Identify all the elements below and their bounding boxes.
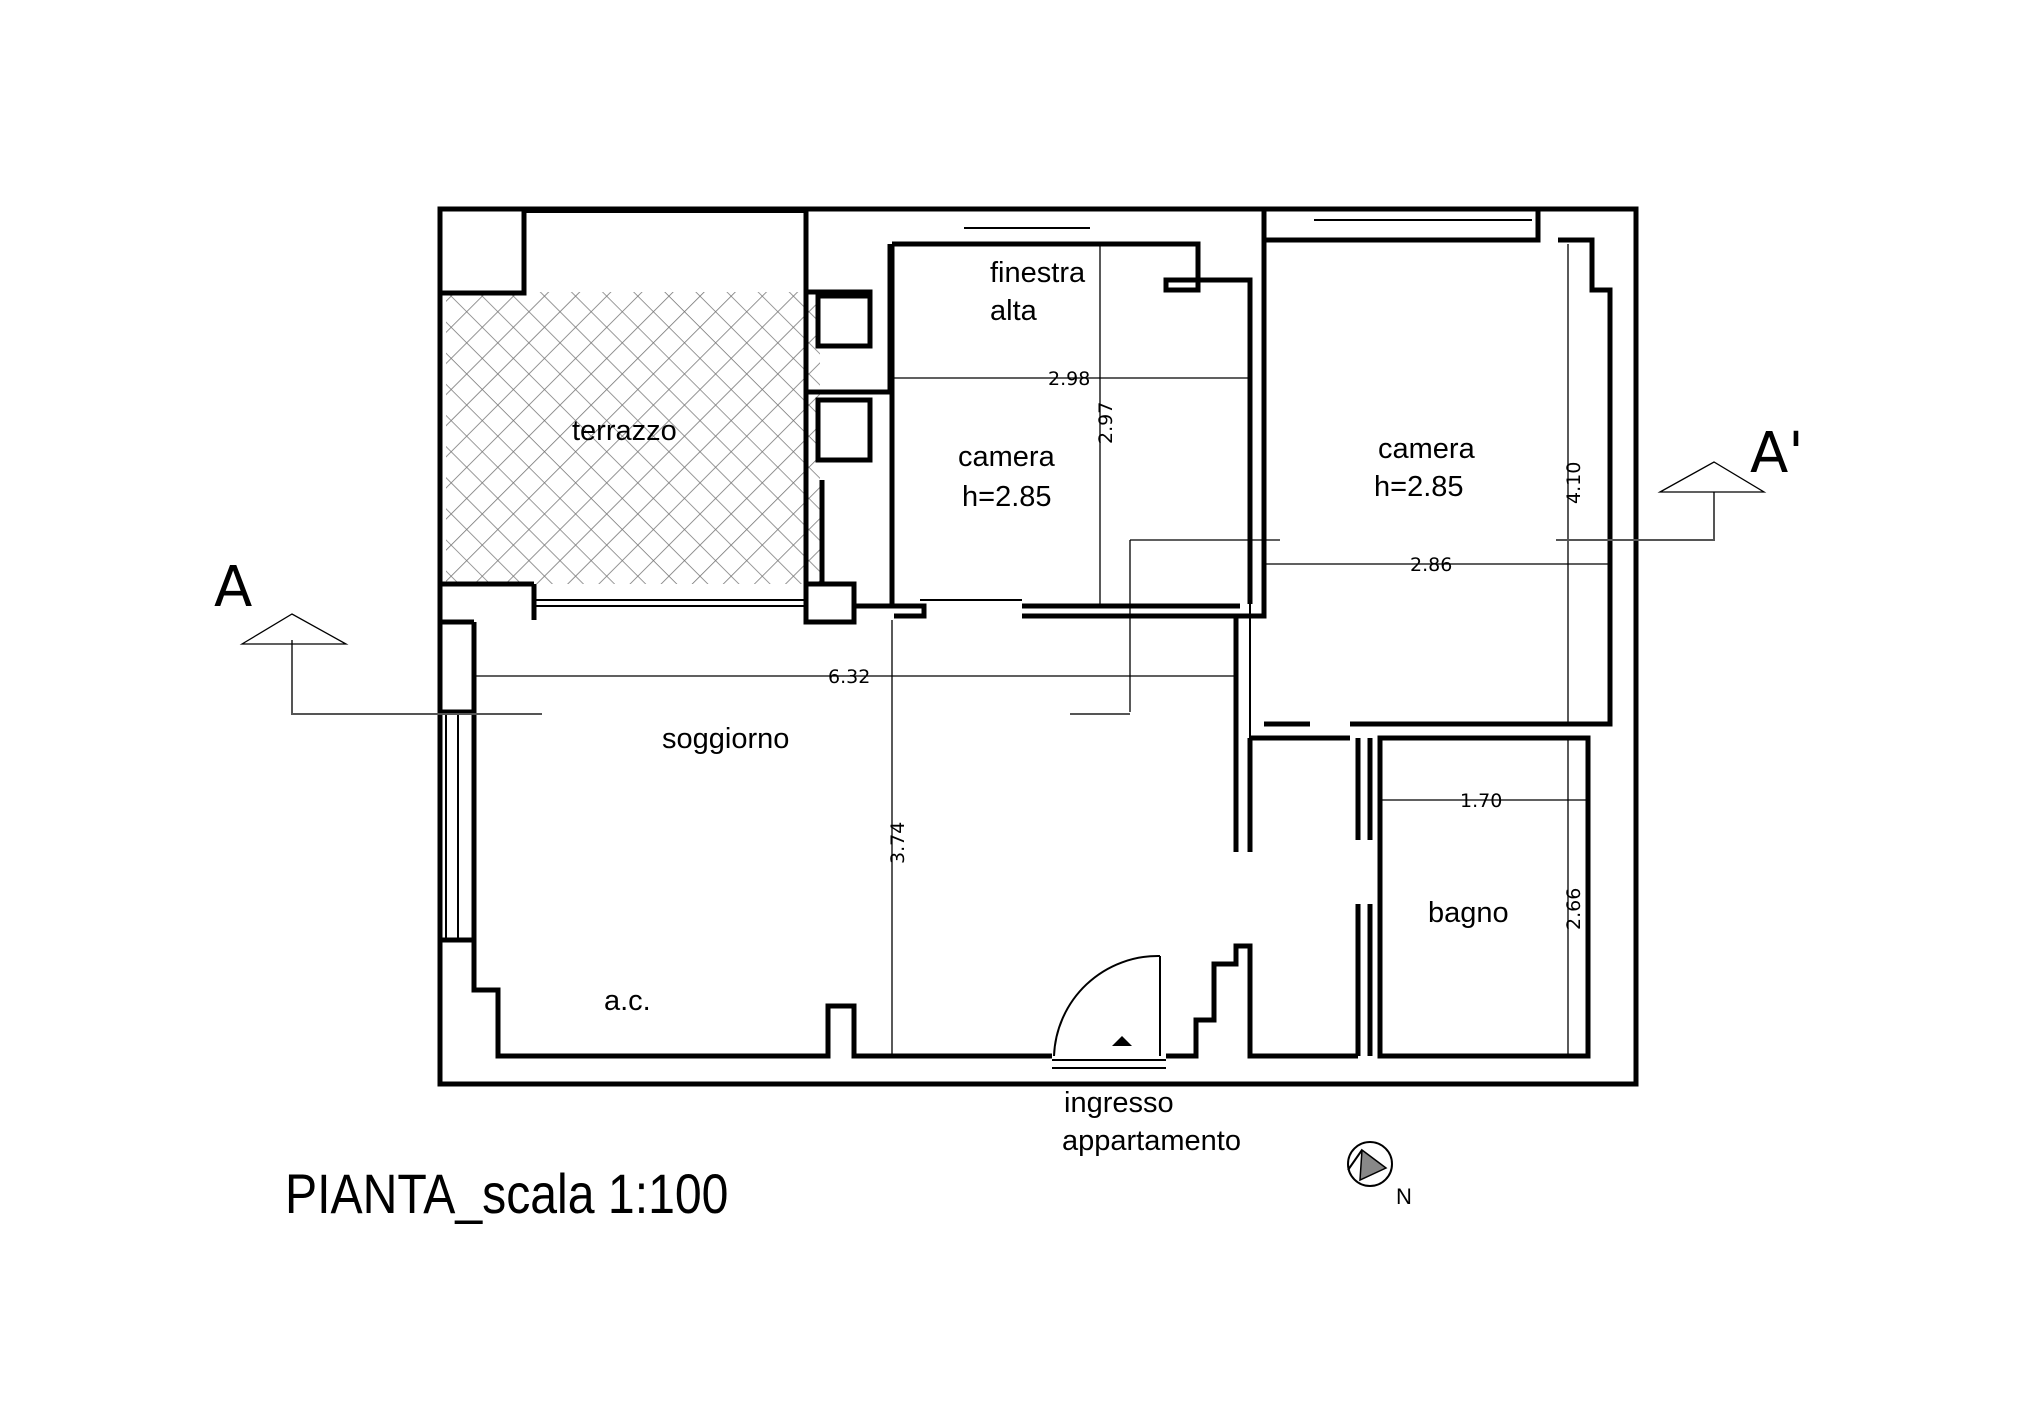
dimension-bathroom-depth: 2.66 <box>1563 888 1585 930</box>
drawing-title: PIANTA_scala 1:100 <box>285 1164 728 1226</box>
section-arrow-right-icon <box>1657 461 1767 493</box>
terrace-label: terrazzo <box>572 415 677 447</box>
section-mark-right: A' <box>1750 421 1804 486</box>
window-note-line-2: alta <box>990 295 1038 327</box>
window-note-line-1: finestra <box>990 257 1086 289</box>
exterior-walls <box>437 206 1639 1087</box>
section-arrow-left-icon <box>239 613 349 645</box>
entrance-door <box>1053 954 1161 1057</box>
dimension-bedroom-1-depth: 2.97 <box>1095 402 1117 444</box>
entrance-arrow-icon <box>1112 1036 1132 1046</box>
north-arrow-icon <box>1347 1141 1393 1187</box>
ac-note-label: a.c. <box>604 985 651 1017</box>
dimension-bathroom-width: 1.70 <box>1460 790 1502 812</box>
bathroom-label: bagno <box>1428 897 1509 929</box>
dimension-living-width: 6.32 <box>828 666 870 688</box>
bedroom-1-label: camera <box>958 441 1056 473</box>
dimension-bedroom-1-width: 2.98 <box>1048 368 1090 390</box>
dimension-bedroom-2-depth: 4.10 <box>1563 462 1585 504</box>
section-mark-left: A <box>214 555 252 620</box>
north-label: N <box>1396 1184 1412 1209</box>
entrance-label-line-2: appartamento <box>1062 1125 1241 1157</box>
bedroom-2-height: h=2.85 <box>1374 471 1464 503</box>
section-line <box>239 461 1767 715</box>
living-room-label: soggiorno <box>662 723 789 755</box>
interior-walls <box>437 209 1613 1069</box>
entrance-label-line-1: ingresso <box>1064 1087 1174 1119</box>
terrace-area <box>446 292 820 584</box>
dimension-living-depth: 3.74 <box>887 822 909 864</box>
bedroom-1-height: h=2.85 <box>962 481 1052 513</box>
bedroom-2-label: camera <box>1378 433 1476 465</box>
dimension-bedroom-2-width: 2.86 <box>1410 554 1452 576</box>
dimension-lines <box>474 244 1610 1056</box>
